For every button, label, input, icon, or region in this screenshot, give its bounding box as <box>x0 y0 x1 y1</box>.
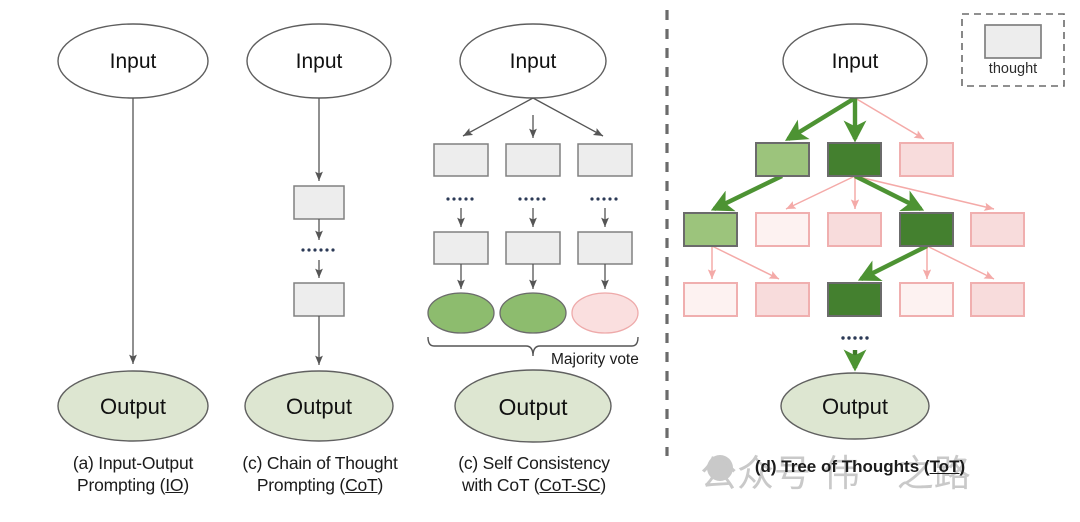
tot-node-r2c5 <box>970 212 1025 247</box>
input-label-b: Input <box>296 50 343 73</box>
watermark-badge <box>707 455 733 481</box>
thought-box-c-r2c1 <box>433 231 489 265</box>
ellipsis-c-1 <box>446 197 474 201</box>
legend-swatch-thought <box>984 24 1042 59</box>
caption-d-prefix: (d) Tree of Thoughts ( <box>754 457 930 476</box>
tot-node-r3c2 <box>755 282 810 317</box>
caption-a-line2: Prompting (IO) <box>33 474 233 496</box>
edge-d-r2c4-r3c5 <box>926 245 995 280</box>
output-label-c: Output <box>498 394 568 420</box>
majority-vote-brace <box>427 336 639 357</box>
output-ellipse-d <box>780 372 930 440</box>
edge-d-r2c1-r3c2 <box>711 245 780 280</box>
legend-box <box>961 13 1065 87</box>
ellipsis-c-2 <box>518 197 546 201</box>
caption-d-line1: (d) Tree of Thoughts (ToT) <box>700 456 1020 478</box>
tot-node-r2c1 <box>683 212 738 247</box>
output-ellipse-b <box>244 370 394 442</box>
input-label-c: Input <box>510 50 557 73</box>
tot-node-r1c2 <box>827 142 882 177</box>
tot-node-r3c5 <box>970 282 1025 317</box>
caption-panel-b: (c) Chain of Thought Prompting (CoT) <box>224 452 416 497</box>
thought-box-b2 <box>293 282 345 317</box>
vote-ellipse-2 <box>499 292 567 334</box>
thought-box-c-r1c1 <box>433 143 489 177</box>
tot-node-r1c1 <box>755 142 810 177</box>
tot-node-r1c3 <box>899 142 954 177</box>
thought-box-c-r1c3 <box>577 143 633 177</box>
thought-box-b1 <box>293 185 345 220</box>
panel-tot: Input Output <box>683 13 1065 440</box>
caption-c-line1: (c) Self Consistency <box>458 453 610 473</box>
input-ellipse-d <box>782 23 928 99</box>
caption-b-abbrev: CoT <box>345 475 378 496</box>
legend-thought-label: thought <box>988 61 1038 77</box>
caption-b-suffix: ) <box>377 475 384 496</box>
tot-node-r2c4 <box>899 212 954 247</box>
majority-vote-label: Majority vote <box>551 351 639 368</box>
edge-d-r1c2-r2c5 <box>854 175 995 211</box>
input-label-d: Input <box>832 50 879 73</box>
caption-b-prefix: Prompting ( <box>256 475 346 496</box>
edge-c-fan-left <box>462 97 534 137</box>
output-label-d: Output <box>822 394 888 419</box>
tot-node-r3c3 <box>827 282 882 317</box>
output-label-a: Output <box>100 394 166 419</box>
caption-c-prefix: with CoT ( <box>461 475 540 496</box>
caption-panel-a: (a) Input-Output Prompting (IO) <box>33 452 233 497</box>
thought-box-c-r2c2 <box>505 231 561 265</box>
tot-node-r3c4 <box>899 282 954 317</box>
edge-d-r1c2-r2c2 <box>785 175 856 210</box>
output-ellipse-a <box>57 370 209 442</box>
caption-b-line2: Prompting (CoT) <box>224 474 416 496</box>
thought-box-c-r2c3 <box>577 231 633 265</box>
edge-d-in-r1c3 <box>854 97 925 140</box>
tot-node-r2c3 <box>827 212 882 247</box>
tot-node-r3c1 <box>683 282 738 317</box>
edge-d-r1c2-r2c4 <box>854 174 925 211</box>
thought-box-c-r1c2 <box>505 143 561 177</box>
ellipsis-d-bottom <box>841 336 869 340</box>
caption-d-abbrev: ToT <box>929 457 960 476</box>
caption-a-abbrev: IO <box>165 475 184 496</box>
tot-node-r2c2 <box>755 212 810 247</box>
caption-panel-d: (d) Tree of Thoughts (ToT) <box>700 456 1020 478</box>
output-label-b: Output <box>286 394 352 419</box>
edge-d-r1c1-r2c1 <box>710 174 783 212</box>
vote-ellipse-3 <box>571 292 639 334</box>
caption-c-suffix: ) <box>600 475 607 496</box>
input-label-a: Input <box>110 50 157 73</box>
ellipsis-b <box>301 248 335 252</box>
caption-a-suffix: ) <box>183 475 189 496</box>
panel-cot-sc: Input <box>427 23 639 443</box>
caption-panel-c: (c) Self Consistency with CoT (CoT-SC) <box>438 452 630 497</box>
caption-c-line2: with CoT (CoT-SC) <box>438 474 630 496</box>
edge-d-r2c4-r3c3 <box>857 244 928 281</box>
caption-c-abbrev: CoT-SC <box>539 475 601 496</box>
caption-a-prefix: Prompting ( <box>77 475 166 496</box>
panel-cot: Input Output <box>244 23 394 442</box>
edge-c-fan-right <box>532 97 604 137</box>
vote-ellipse-1 <box>427 292 495 334</box>
panel-io: Input Output <box>57 23 209 442</box>
caption-d-suffix: ) <box>959 457 966 476</box>
caption-a-line1: (a) Input-Output <box>72 453 194 473</box>
edge-d-in-r1c1 <box>784 96 857 141</box>
caption-b-line1: (c) Chain of Thought <box>242 453 398 473</box>
output-ellipse-c <box>454 369 612 443</box>
ellipsis-c-3 <box>590 197 618 201</box>
